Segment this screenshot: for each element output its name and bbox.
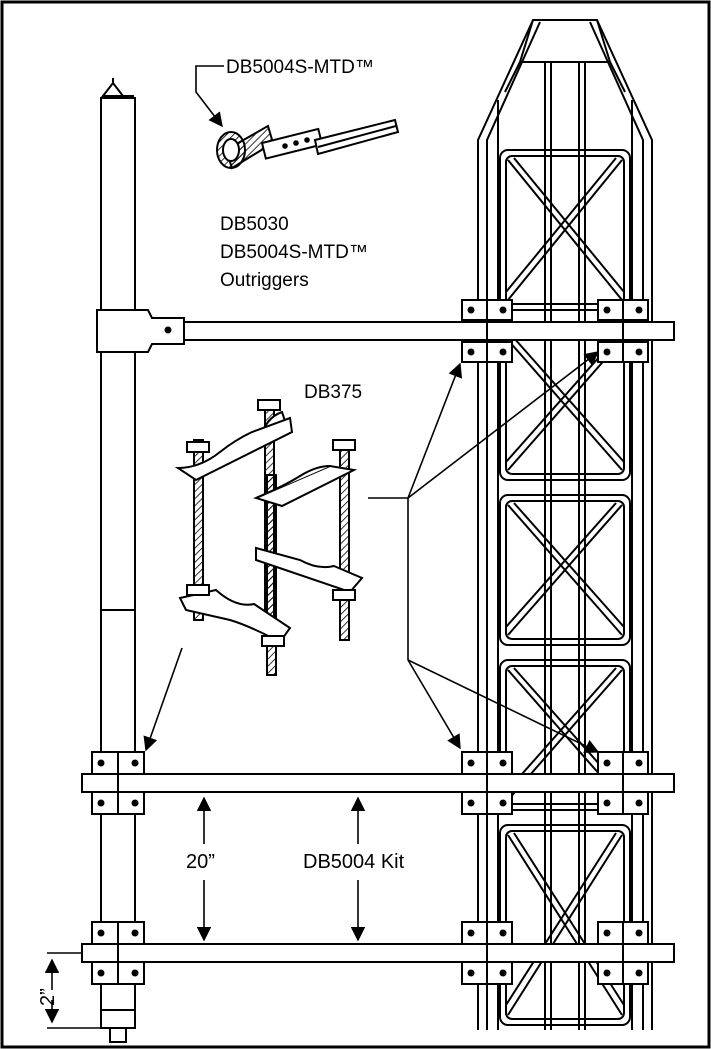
- tower-top-cap: [518, 19, 612, 63]
- top-outrigger-arm: [96, 309, 675, 353]
- outrigger-part-label: DB5004S-MTD™: [226, 57, 374, 78]
- callout-leaders: [143, 351, 600, 753]
- db375-clamp-set: [174, 399, 364, 676]
- outrigger-leader: [195, 65, 224, 128]
- parts-label-line1: DB5030: [220, 214, 289, 235]
- parts-label-line3: Outriggers: [220, 270, 309, 291]
- top-clamps: [461, 299, 649, 363]
- dimension-lines: [44, 796, 366, 1029]
- parts-label-line2: DB5004S-MTD™: [220, 242, 368, 263]
- kit-label: DB5004 Kit: [303, 851, 405, 873]
- bottom-crossbar: [81, 921, 675, 985]
- middle-crossbar: [81, 751, 675, 815]
- spacing-label: 20”: [186, 851, 215, 873]
- clamp-part-label: DB375: [304, 382, 362, 403]
- tower-leg-right-outer: [596, 19, 653, 1030]
- top-outrigger-clamp: [96, 309, 185, 353]
- offset-label: 2”: [37, 988, 59, 1006]
- outrigger-detail: [216, 118, 400, 170]
- tower-leg-left-outer: [477, 19, 534, 1030]
